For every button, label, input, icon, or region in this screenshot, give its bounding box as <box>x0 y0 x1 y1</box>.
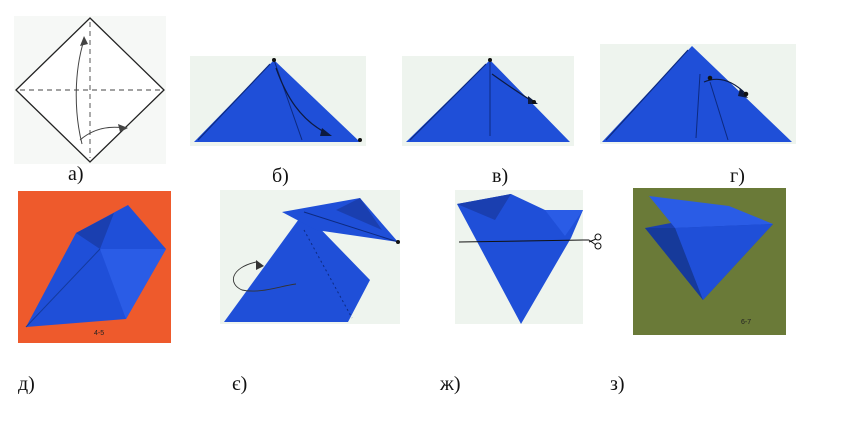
step-g-label: г) <box>730 165 745 187</box>
step-z-label: з) <box>610 373 625 395</box>
step-z-photo: 6-7 <box>633 188 786 335</box>
step-d-label: д) <box>18 373 35 395</box>
step-v-label: в) <box>492 165 509 187</box>
step-z-photo-number: 6-7 <box>741 319 751 326</box>
step-v-diagram <box>402 56 574 146</box>
step-zh-diagram <box>455 190 613 324</box>
scissors-icon <box>588 233 602 250</box>
step-b-diagram <box>190 56 366 146</box>
step-d-photo-number: 4-5 <box>94 330 104 337</box>
step-b-label: б) <box>272 165 289 187</box>
step-a-diagram <box>14 16 166 164</box>
step-a-label: а) <box>68 163 84 185</box>
step-ye-label: є) <box>232 373 248 395</box>
step-g-diagram <box>600 44 796 144</box>
step-zh-label: ж) <box>440 373 461 395</box>
step-ye-diagram <box>220 190 400 324</box>
step-d-photo: 4-5 <box>18 191 171 343</box>
